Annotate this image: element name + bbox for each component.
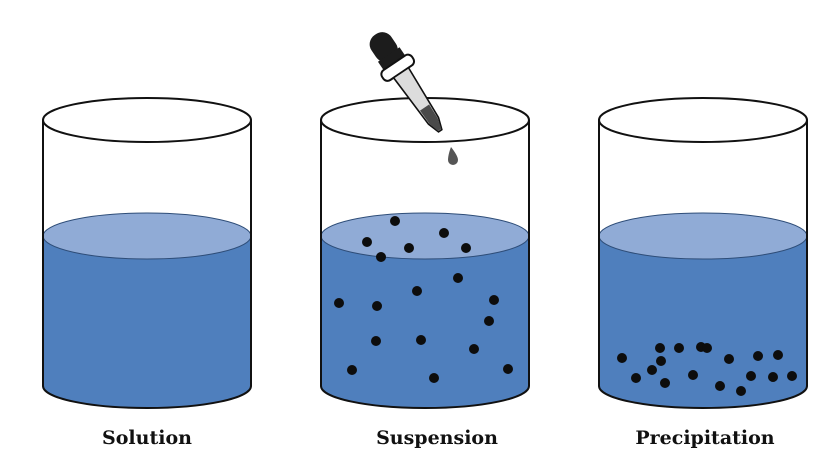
particle	[390, 216, 400, 226]
particle	[404, 243, 414, 253]
particle	[724, 354, 734, 364]
beaker-suspension	[320, 97, 530, 409]
particle	[439, 228, 449, 238]
particle	[702, 343, 712, 353]
label-suspension: Suspension	[376, 427, 498, 449]
particle	[412, 286, 422, 296]
particle	[362, 237, 372, 247]
particle	[347, 365, 357, 375]
beaker-solution	[42, 97, 252, 409]
particle	[753, 351, 763, 361]
particle	[773, 350, 783, 360]
particle	[736, 386, 746, 396]
particle	[416, 335, 426, 345]
particle	[484, 316, 494, 326]
settled-precipitate	[617, 342, 797, 396]
particle	[617, 353, 627, 363]
particle	[429, 373, 439, 383]
particle	[371, 336, 381, 346]
particle	[746, 371, 756, 381]
particle	[655, 343, 665, 353]
droplet-icon	[448, 147, 458, 165]
particle	[461, 243, 471, 253]
liquid-surface	[320, 212, 530, 260]
particle	[660, 378, 670, 388]
beaker-outline	[320, 120, 530, 409]
beaker-rim	[598, 97, 808, 143]
particle	[489, 295, 499, 305]
beaker-outline	[598, 120, 808, 409]
liquid-surface	[42, 212, 252, 260]
beaker-precipitation	[598, 97, 808, 409]
particle	[376, 252, 386, 262]
particle	[453, 273, 463, 283]
suspended-particles	[334, 216, 513, 383]
liquid-body	[43, 236, 251, 408]
particle	[674, 343, 684, 353]
particle	[787, 371, 797, 381]
liquid-body	[321, 236, 529, 408]
particle	[631, 373, 641, 383]
particle	[372, 301, 382, 311]
label-solution: Solution	[102, 427, 192, 449]
particle	[469, 344, 479, 354]
particle	[656, 356, 666, 366]
particle	[503, 364, 513, 374]
particle	[334, 298, 344, 308]
particle	[715, 381, 725, 391]
particle	[768, 372, 778, 382]
liquid-surface	[598, 212, 808, 260]
dropper-icon	[369, 32, 443, 133]
particle	[647, 365, 657, 375]
label-precipitation: Precipitation	[635, 427, 775, 449]
particle	[688, 370, 698, 380]
liquid-body	[599, 236, 807, 408]
beaker-rim	[42, 97, 252, 143]
beaker-outline	[42, 120, 252, 409]
